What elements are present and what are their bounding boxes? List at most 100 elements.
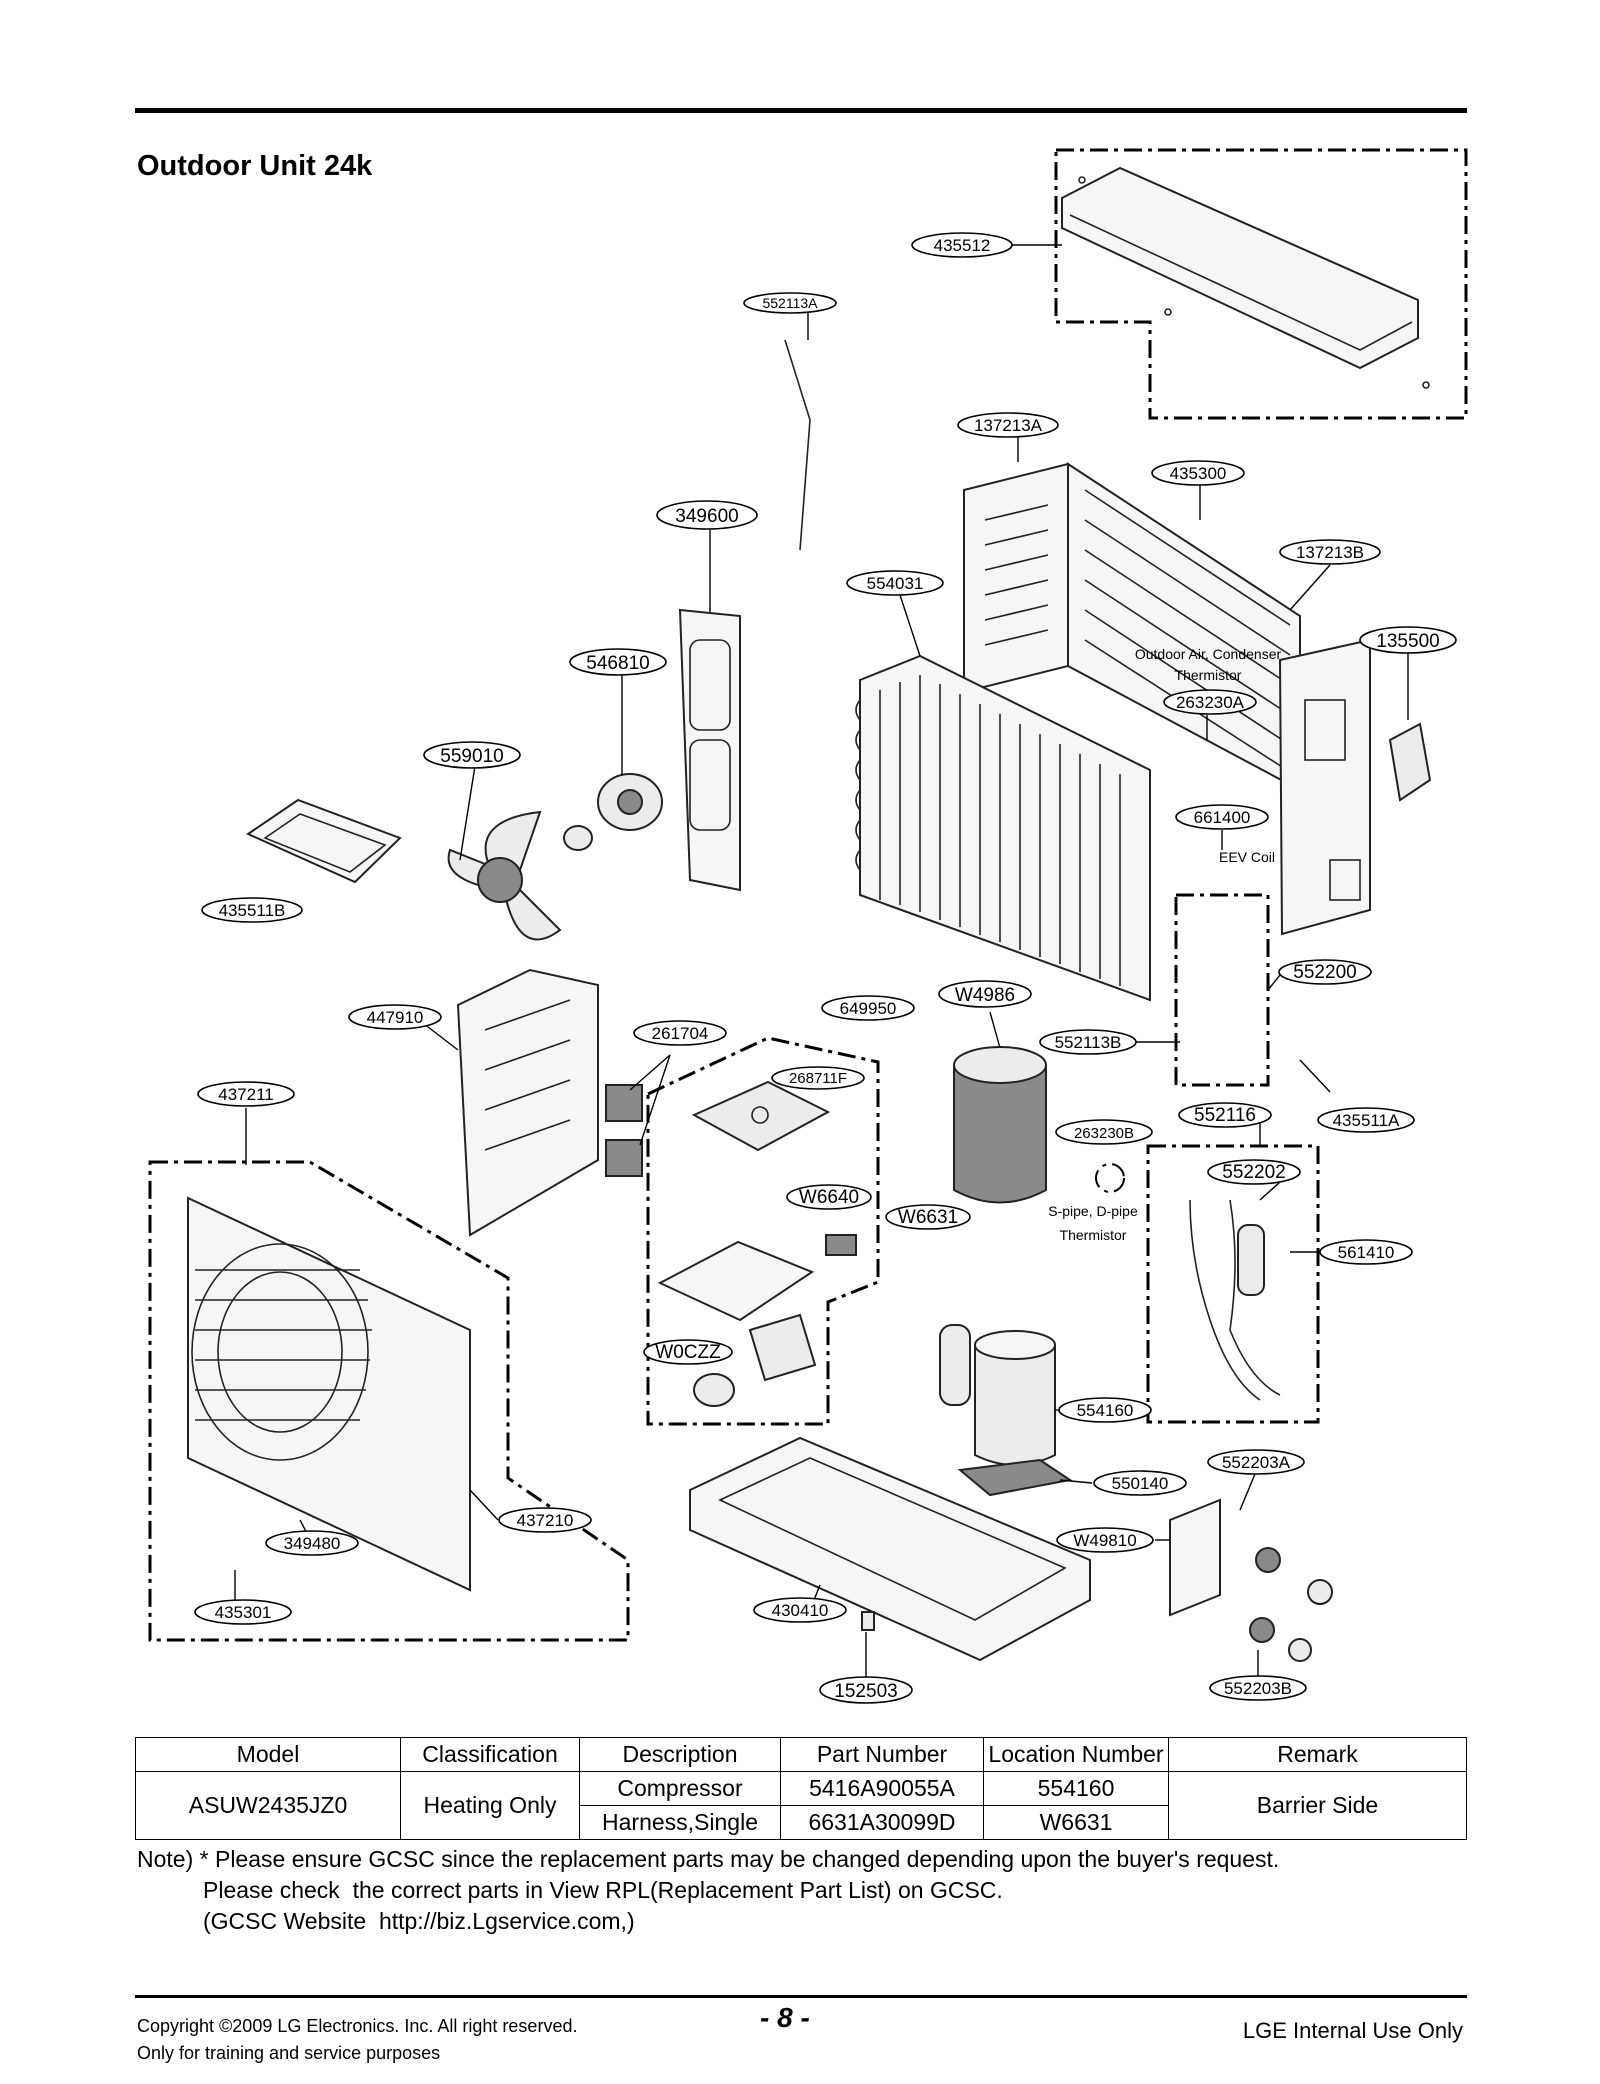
pcb-part <box>691 1080 831 1152</box>
svg-text:435511B: 435511B <box>219 901 286 920</box>
exploded-parts-diagram: 435512 552113A 137213A 435300 349600 137… <box>148 148 1468 1704</box>
condenser-coil-part <box>855 654 1151 1002</box>
part-label: W6631 <box>885 1204 971 1230</box>
control-box-dashed-box <box>646 1036 880 1426</box>
svg-text:W49810: W49810 <box>1073 1531 1136 1550</box>
svg-text:435301: 435301 <box>215 1603 272 1622</box>
svg-text:261704: 261704 <box>652 1024 709 1043</box>
annotation-pipe-thermistor: S-pipe, D-pipe <box>1048 1203 1138 1219</box>
description-cell: Compressor <box>579 1771 781 1806</box>
svg-text:649950: 649950 <box>840 999 897 1018</box>
part-label: 137213A <box>957 412 1059 438</box>
part-label: 552203B <box>1209 1675 1307 1701</box>
part-label: 559010 <box>423 741 521 769</box>
svg-text:554031: 554031 <box>867 574 924 593</box>
four-way-valve-dashed-box <box>1146 1144 1320 1424</box>
svg-text:552203B: 552203B <box>1224 1679 1292 1698</box>
col-description: Description <box>579 1737 781 1772</box>
fan-motor-part <box>563 773 663 851</box>
svg-text:546810: 546810 <box>586 653 649 674</box>
model-cell: ASUW2435JZ0 <box>135 1771 401 1840</box>
part-label: 435300 <box>1151 460 1245 486</box>
svg-text:137213A: 137213A <box>974 416 1043 435</box>
table-header-row: Model Classification Description Part Nu… <box>135 1737 1467 1772</box>
part-label: 268711F <box>771 1066 865 1090</box>
svg-text:349480: 349480 <box>284 1534 341 1553</box>
part-label: 554160 <box>1058 1397 1152 1423</box>
part-label: 263230A <box>1163 689 1257 715</box>
propeller-fan-part <box>447 810 562 941</box>
svg-text:550140: 550140 <box>1112 1474 1169 1493</box>
svg-text:430410: 430410 <box>772 1601 829 1620</box>
svg-text:W4986: W4986 <box>955 985 1015 1006</box>
svg-text:W6631: W6631 <box>898 1207 958 1228</box>
part-number-cell: 6631A30099D <box>780 1805 984 1840</box>
part-label: W4986 <box>938 980 1032 1008</box>
top-rule <box>135 108 1467 113</box>
note-line: Note) * Please ensure GCSC since the rep… <box>137 1846 1280 1872</box>
compressor-part <box>939 1324 1073 1497</box>
internal-use-label: LGE Internal Use Only <box>1242 2018 1463 2043</box>
svg-text:435512: 435512 <box>934 236 991 255</box>
side-cover-part <box>1278 638 1371 936</box>
side-panel-part <box>963 462 1069 694</box>
part-label: 435511B <box>201 897 303 923</box>
part-number-cell: 5416A90055A <box>780 1771 984 1806</box>
motor-bracket-part <box>678 608 741 892</box>
note-line: (GCSC Website http://biz.Lgservice.com,) <box>203 1908 635 1934</box>
control-box-part <box>657 1234 857 1407</box>
annotation-condenser-thermistor-2: Thermistor <box>1175 667 1242 683</box>
svg-text:152503: 152503 <box>834 1681 897 1702</box>
svg-text:552202: 552202 <box>1222 1162 1285 1183</box>
svg-text:435511A: 435511A <box>1333 1111 1400 1130</box>
part-label: 550140 <box>1093 1470 1187 1496</box>
part-label: 152503 <box>819 1676 913 1704</box>
part-label: 437211 <box>197 1081 295 1107</box>
svg-text:559010: 559010 <box>440 746 503 767</box>
back-grille-part <box>1067 462 1301 792</box>
annotation-condenser-thermistor: Outdoor Air, Condenser <box>1135 646 1282 662</box>
remark-cell: Barrier Side <box>1168 1771 1467 1840</box>
svg-text:135500: 135500 <box>1376 631 1439 652</box>
table-row: Harness,Single 6631A30099D W6631 <box>136 1805 1467 1840</box>
svg-text:268711F: 268711F <box>789 1070 847 1087</box>
copyright-text: Copyright ©2009 LG Electronics. Inc. All… <box>137 2016 578 2036</box>
col-model: Model <box>135 1737 401 1772</box>
part-label: 561410 <box>1319 1239 1413 1265</box>
service-valve-part <box>1169 1498 1333 1662</box>
svg-text:W0CZZ: W0CZZ <box>655 1342 721 1363</box>
eev-dashed-box <box>1174 893 1270 1087</box>
part-label: 552200 <box>1278 959 1372 985</box>
part-label: 435511A <box>1317 1107 1415 1133</box>
reactor-part <box>605 1084 643 1177</box>
part-label: 546810 <box>569 648 667 676</box>
svg-text:437211: 437211 <box>218 1085 273 1104</box>
footer-copyright: Copyright ©2009 LG Electronics. Inc. All… <box>137 2013 577 2067</box>
note-line: Please check the correct parts in View R… <box>203 1877 1003 1903</box>
part-label: 435301 <box>194 1599 292 1625</box>
top-cover-dashed-box <box>1054 148 1468 420</box>
part-label: W6640 <box>786 1184 872 1210</box>
svg-text:661400: 661400 <box>1194 808 1251 827</box>
service-cover-part <box>1388 722 1432 802</box>
svg-text:137213B: 137213B <box>1296 543 1364 562</box>
svg-text:552113A: 552113A <box>762 295 818 311</box>
tube-552113A-part <box>784 339 811 551</box>
col-remark: Remark <box>1168 1737 1467 1772</box>
front-grille-part <box>187 1196 471 1592</box>
part-label: 261704 <box>633 1020 727 1046</box>
training-text: Only for training and service purposes <box>137 2043 441 2063</box>
svg-text:263230B: 263230B <box>1074 1125 1134 1142</box>
part-label: 552113B <box>1039 1029 1137 1055</box>
svg-text:554160: 554160 <box>1077 1401 1134 1420</box>
svg-text:561410: 561410 <box>1338 1243 1395 1262</box>
note-block: Note) * Please ensure GCSC since the rep… <box>137 1844 1279 1937</box>
description-cell: Harness,Single <box>579 1805 781 1840</box>
svg-text:447910: 447910 <box>367 1008 424 1027</box>
location-number-cell: W6631 <box>983 1805 1169 1840</box>
part-label: 263230B <box>1055 1119 1153 1145</box>
part-label: 430410 <box>753 1597 847 1623</box>
page-title: Outdoor Unit 24k <box>137 150 373 182</box>
svg-text:349600: 349600 <box>675 506 738 527</box>
part-label: 552203A <box>1207 1449 1305 1475</box>
